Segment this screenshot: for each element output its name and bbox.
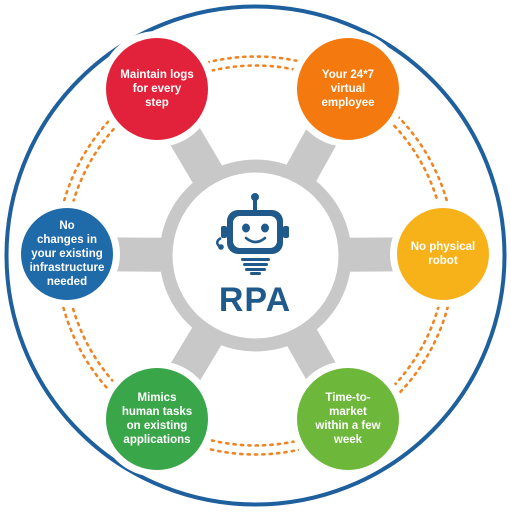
center-title: RPA	[218, 280, 292, 319]
node-label-no-physical-robot: No physical robot	[410, 240, 476, 267]
robot-smile	[244, 236, 267, 244]
node-label-virtual-employee: Your 24*7 virtual employee	[321, 68, 375, 109]
center-hub-inner	[172, 172, 339, 339]
outer-ring	[4, 4, 507, 507]
node-maintain-logs	[106, 38, 208, 140]
node-mimics-human-tasks	[106, 368, 208, 470]
node-time-to-market	[297, 368, 399, 470]
feature-nodes	[14, 31, 496, 477]
node-label-no-infrastructure-changes: No changes in your existing infrastructu…	[29, 219, 105, 288]
node-no-infrastructure-changes	[21, 208, 113, 300]
node-label-maintain-logs: Maintain logs for every step	[120, 68, 194, 109]
robot-left-eye	[242, 223, 250, 233]
robot-right-eye	[261, 223, 269, 233]
node-no-physical-robot	[397, 208, 489, 300]
node-label-time-to-market: Time-to- market within a few week	[315, 391, 381, 446]
node-virtual-employee	[297, 38, 399, 140]
node-label-mimics-human-tasks: Mimics human tasks on existing applicati…	[121, 391, 193, 446]
robot-icon	[216, 193, 289, 275]
